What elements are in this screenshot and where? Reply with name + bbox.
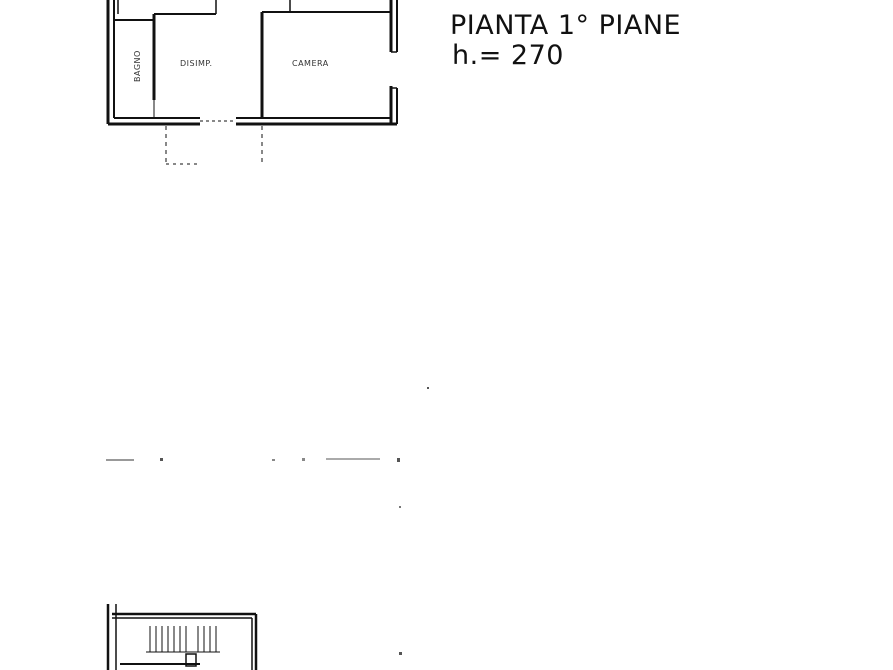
room-label-disimpegno: DISIMP. [180, 59, 212, 68]
speck [272, 459, 275, 461]
faint-marks [106, 387, 429, 655]
plan-title: PIANTA 1° PIANE [450, 10, 681, 41]
stair-newel [185, 653, 197, 667]
faint-dash [106, 459, 134, 461]
speck [399, 506, 401, 508]
speck [399, 652, 402, 655]
faint-dash [326, 458, 380, 460]
plan-title-block: PIANTA 1° PIANE h.= 270 [450, 10, 681, 71]
room-labels: BAGNO DISIMP. CAMERA [133, 50, 329, 82]
lower-floor-plan [106, 604, 258, 670]
room-label-bagno: BAGNO [133, 50, 142, 82]
speck [302, 458, 305, 461]
speck [427, 387, 429, 389]
stair-treads [146, 626, 220, 653]
ceiling-height-note: h.= 270 [452, 40, 564, 71]
speck [397, 458, 400, 462]
upper-floor-plan [106, 0, 398, 165]
room-label-camera: CAMERA [292, 59, 329, 68]
speck [160, 458, 163, 461]
